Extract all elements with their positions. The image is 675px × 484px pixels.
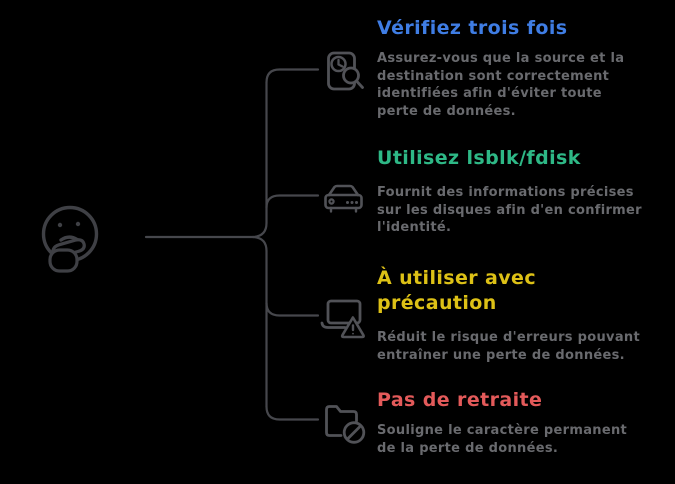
folder-ban-icon xyxy=(325,405,366,444)
document-search-icon xyxy=(327,51,364,91)
branch-4-text: Pas de retraite xyxy=(377,388,672,413)
branch-4-description: Souligne le caractère permanent de la pe… xyxy=(377,423,628,456)
branch-4-title: Pas de retraite xyxy=(377,389,543,411)
branch-1-title: Vérifiez trois fois xyxy=(377,17,568,39)
branch-3-title: À utiliser avec précaution xyxy=(377,267,537,314)
branch-2-title: Utilisez lsblk/fdisk xyxy=(377,147,581,169)
branch-3-description: Réduit le risque d'erreurs pouvant entra… xyxy=(377,330,640,363)
hard-drive-icon xyxy=(324,184,363,213)
branch-2-description: Fournit des informations précises sur le… xyxy=(377,185,642,235)
laptop-warning-icon xyxy=(320,299,365,339)
branch-1-description: Assurez-vous que la source et la destina… xyxy=(377,51,625,119)
branch-2-text: Utilisez lsblk/fdisk xyxy=(377,146,672,171)
branch-3-text: À utiliser avec précaution xyxy=(377,266,672,316)
thinking-face-icon xyxy=(41,205,99,273)
branch-1-text: Vérifiez trois fois xyxy=(377,16,672,41)
